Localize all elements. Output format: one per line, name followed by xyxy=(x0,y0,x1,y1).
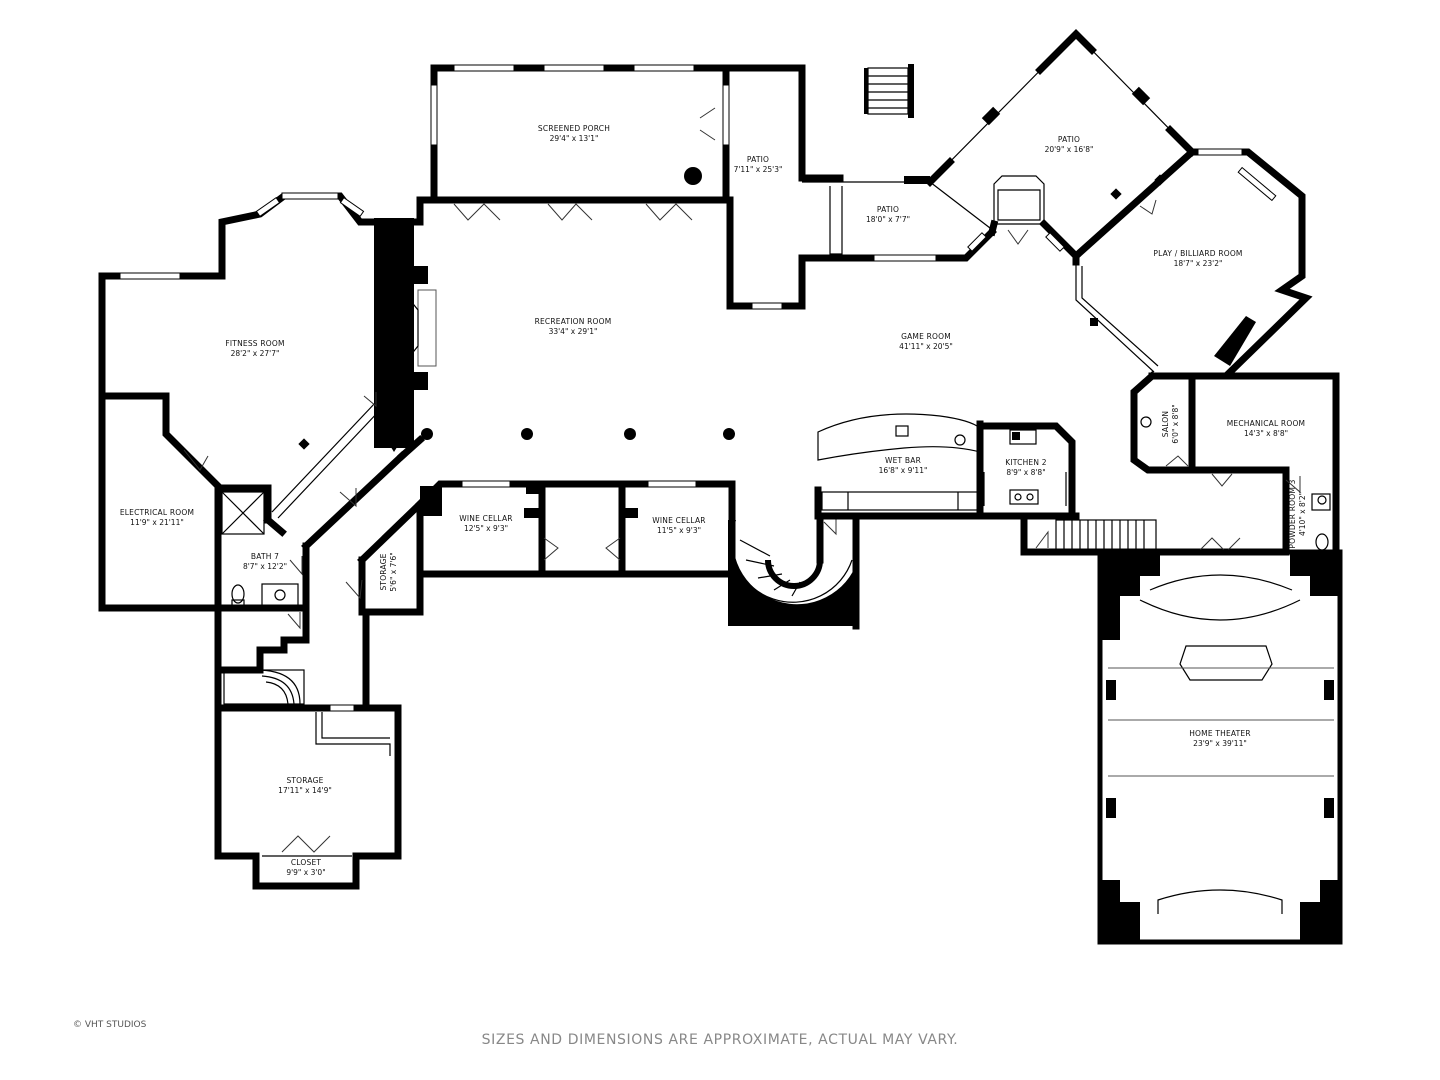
powder-room-name: POWDER ROOM 3 xyxy=(1288,479,1297,548)
home-theater-name: HOME THEATER xyxy=(1189,729,1251,738)
patio-1-name: PATIO xyxy=(747,155,769,164)
wine-cellar-2-name: WINE CELLAR xyxy=(652,516,705,525)
bath7-dim: 8'7" x 12'2" xyxy=(243,562,287,571)
storage-small-walls xyxy=(345,435,425,708)
room-labels: SCREENED PORCH 29'4" x 13'1" PATIO 7'11"… xyxy=(120,124,1307,877)
salon-name: SALON xyxy=(1161,411,1170,437)
patio-1-walls xyxy=(726,64,874,310)
lower-stair xyxy=(1020,512,1290,556)
patio-1-dim: 7'11" x 25'3" xyxy=(734,165,783,174)
fitness-room-dim: 28'2" x 27'7" xyxy=(231,349,280,358)
bath7-walls xyxy=(214,451,407,612)
storage-large-dim: 17'11" x 14'9" xyxy=(278,786,332,795)
electrical-room-dim: 11'9" x 21'11" xyxy=(130,518,184,527)
patio-3-dim: 20'9" x 16'8" xyxy=(1045,145,1094,154)
patio-3-name: PATIO xyxy=(1058,135,1080,144)
wet-bar-name: WET BAR xyxy=(885,456,921,465)
screened-porch-dim: 29'4" x 13'1" xyxy=(550,134,599,143)
wine-cellar-walls xyxy=(415,480,736,578)
exterior-stairs xyxy=(864,64,914,118)
powder-room-dim: 4'10" x 8'2" xyxy=(1298,492,1307,536)
wet-bar-walls xyxy=(814,413,1080,520)
fitness-room-walls xyxy=(98,192,381,612)
spiral-stair xyxy=(728,512,860,630)
game-room-dim: 41'11" x 20'5" xyxy=(899,342,953,351)
recreation-room-dim: 33'4" x 29'1" xyxy=(549,327,598,336)
patio-2-3-walls xyxy=(802,29,1197,262)
screened-porch-walls xyxy=(416,64,734,204)
patio-2-dim: 18'0" x 7'7" xyxy=(866,215,910,224)
copyright-text: © VHT STUDIOS xyxy=(73,1020,147,1030)
recreation-room-name: RECREATION ROOM xyxy=(535,317,612,326)
disclaimer-text: SIZES AND DIMENSIONS ARE APPROXIMATE, AC… xyxy=(481,1032,959,1048)
mechanical-room-dim: 14'3" x 8'8" xyxy=(1244,429,1288,438)
storage-large-name: STORAGE xyxy=(286,776,323,785)
salon-mechanical-walls xyxy=(1130,371,1340,556)
salon-dim: 6'0" x 8'8" xyxy=(1171,404,1180,443)
fitness-room-name: FITNESS ROOM xyxy=(225,339,284,348)
closet-dim: 9'9" x 3'0" xyxy=(286,868,325,877)
play-billiard-walls xyxy=(1072,148,1313,380)
patio-2-name: PATIO xyxy=(877,205,899,214)
kitchen2-name: KITCHEN 2 xyxy=(1005,458,1046,467)
wine-cellar-1-dim: 12'5" x 9'3" xyxy=(464,524,508,533)
storage-small-dim: 5'6" x 7'6" xyxy=(389,552,398,591)
bath7-name: BATH 7 xyxy=(251,552,279,561)
main-walls xyxy=(372,196,735,452)
wine-cellar-2-dim: 11'5" x 9'3" xyxy=(657,526,701,535)
lower-left-walls xyxy=(214,604,402,890)
play-billiard-name: PLAY / BILLIARD ROOM xyxy=(1153,249,1242,258)
game-room-name: GAME ROOM xyxy=(901,332,951,341)
mechanical-room-name: MECHANICAL ROOM xyxy=(1227,419,1305,428)
storage-small-name: STORAGE xyxy=(379,553,388,590)
wet-bar-dim: 16'8" x 9'11" xyxy=(879,466,928,475)
kitchen2-dim: 8'9" x 8'8" xyxy=(1006,468,1045,477)
home-theater-walls xyxy=(1097,549,1343,945)
wine-cellar-1-name: WINE CELLAR xyxy=(459,514,512,523)
home-theater-dim: 23'9" x 39'11" xyxy=(1193,739,1247,748)
electrical-room-name: ELECTRICAL ROOM xyxy=(120,508,194,517)
play-billiard-dim: 18'7" x 23'2" xyxy=(1174,259,1223,268)
screened-porch-name: SCREENED PORCH xyxy=(538,124,610,133)
closet-name: CLOSET xyxy=(291,858,322,867)
